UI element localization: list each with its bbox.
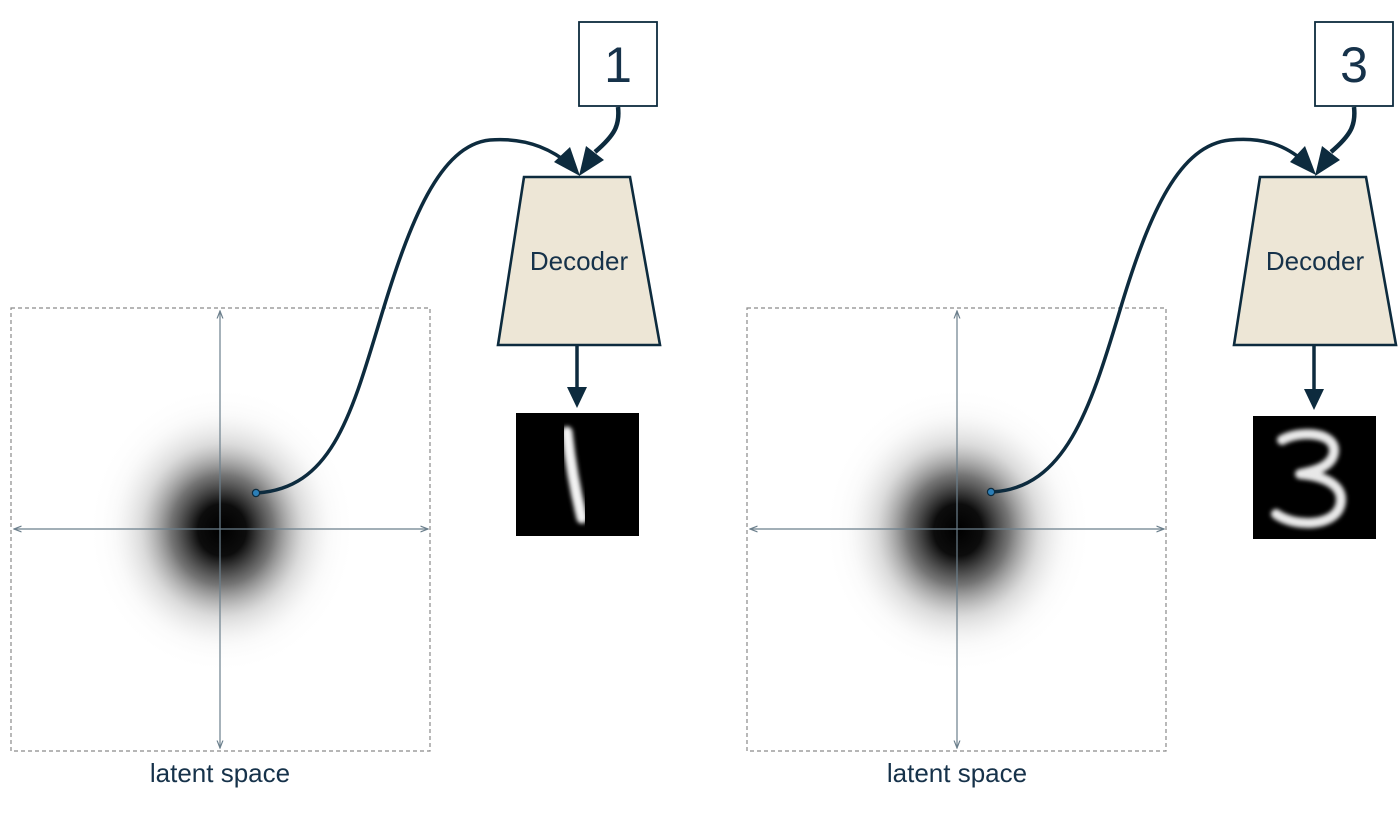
generated-digit-image: [516, 413, 639, 536]
decoder-block: [496, 175, 662, 347]
arrowhead: [1315, 146, 1340, 176]
sample-to-decoder-arrow: [991, 137, 1310, 494]
sample-point: [251, 488, 261, 498]
condition-label: 1: [604, 37, 632, 93]
condition-label: 3: [1340, 37, 1368, 93]
gaussian-distribution: [823, 385, 1093, 675]
arrowhead: [579, 146, 604, 176]
gaussian-distribution: [87, 385, 357, 675]
latent-space-box: [746, 307, 1167, 752]
sample-to-decoder-arrow: [256, 137, 574, 495]
condition-box: [578, 21, 658, 107]
arrowhead: [1304, 389, 1324, 410]
arrowhead: [567, 387, 587, 408]
arrowhead: [1290, 146, 1316, 175]
panel-left: latent space 1 Decoder: [10, 21, 662, 788]
panel-right: latent space 3 Decoder: [746, 21, 1398, 788]
condition-box: [1314, 21, 1394, 107]
latent-space-label: latent space: [150, 758, 290, 788]
condition-to-decoder-arrow: [1329, 106, 1357, 154]
latent-space-label: latent space: [887, 758, 1027, 788]
decoder-block: [1232, 175, 1398, 347]
decoder-label: Decoder: [1266, 246, 1365, 276]
latent-space-box: [10, 307, 431, 752]
generated-digit-image: [1253, 416, 1376, 539]
condition-to-decoder-arrow: [593, 106, 621, 154]
decoder-label: Decoder: [530, 246, 629, 276]
arrowhead: [554, 147, 580, 176]
sample-point: [986, 487, 996, 497]
